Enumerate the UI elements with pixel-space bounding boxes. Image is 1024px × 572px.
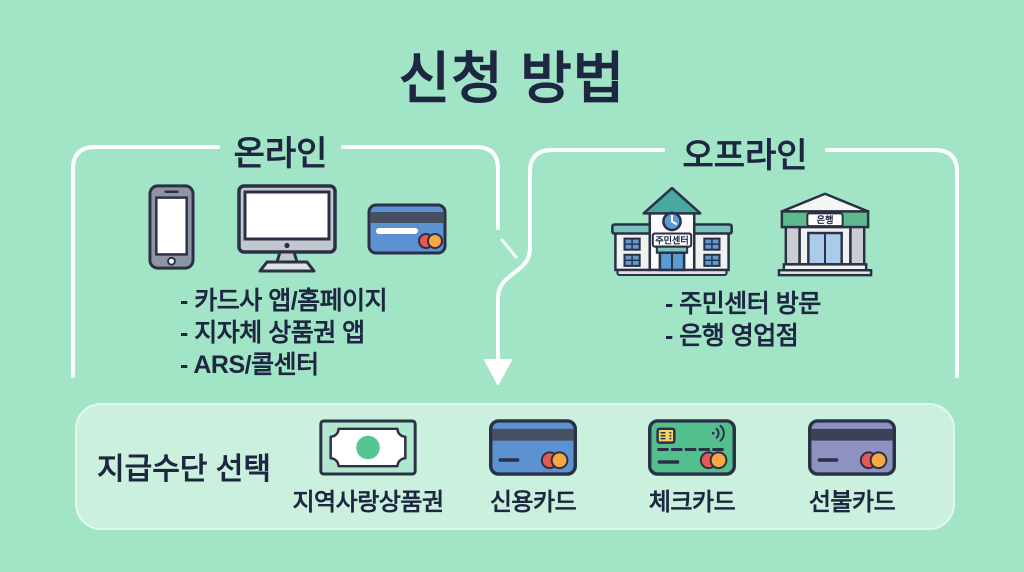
bank-sign-text: 은행 xyxy=(816,214,833,225)
banknote-icon xyxy=(319,419,417,476)
payment-panel-label: 지급수단 선택 xyxy=(97,453,271,486)
payment-option-prepaid-card: 선불카드 xyxy=(777,419,927,517)
offline-method-list: - 주민센터 방문 - 은행 영업점 xyxy=(665,288,821,352)
credit-card-blue-icon xyxy=(489,419,577,476)
payment-option-label: 지역사랑상품권 xyxy=(292,489,444,516)
payment-option-label: 선불카드 xyxy=(808,489,896,516)
online-section-label: 온라인 xyxy=(233,135,328,173)
payment-option-label: 신용카드 xyxy=(489,489,577,516)
list-item: - ARS/콜센터 xyxy=(180,351,319,379)
prepaid-card-purple-icon xyxy=(808,419,896,476)
community-center-icon: 주민센터 xyxy=(611,186,733,276)
down-arrowhead xyxy=(484,359,512,385)
payment-option-check-card: 체크카드 xyxy=(617,419,767,517)
payment-option-label: 체크카드 xyxy=(648,489,736,516)
payment-option-voucher: 지역사랑상품권 xyxy=(288,419,448,517)
online-method-list: - 카드사 앱/홈페이지 - 지자체 상품권 앱 - ARS/콜센터 xyxy=(180,285,388,381)
smartphone-icon xyxy=(148,184,195,270)
offline-section-label: 오프라인 xyxy=(682,137,808,175)
list-item: - 은행 영업점 xyxy=(665,322,799,350)
merge-wisp xyxy=(500,238,518,259)
payment-option-credit-card: 신용카드 xyxy=(458,419,608,517)
list-item: - 지자체 상품권 앱 xyxy=(180,319,365,347)
list-item: - 주민센터 방문 xyxy=(665,290,821,318)
community-center-sign-text: 주민센터 xyxy=(655,235,688,246)
desktop-monitor-icon xyxy=(237,184,337,273)
check-card-green-icon xyxy=(648,419,736,476)
page-title: 신청 방법 xyxy=(398,47,626,110)
bank-icon: 은행 xyxy=(777,192,873,277)
credit-card-icon xyxy=(367,203,447,255)
list-item: - 카드사 앱/홈페이지 xyxy=(180,287,388,315)
